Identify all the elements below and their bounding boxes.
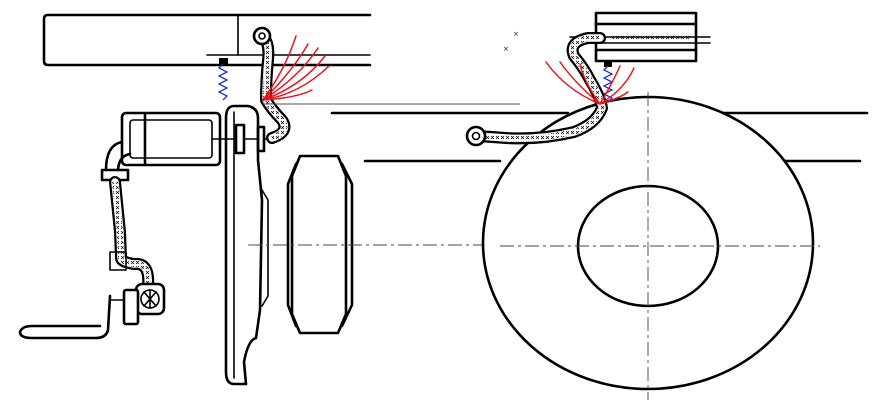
brake-cylinder (120, 111, 269, 167)
stray-marks: × × (503, 30, 519, 53)
stray-mark-large: × (513, 30, 519, 38)
fan-lines-right (545, 61, 635, 105)
frame-rail-left (42, 13, 372, 67)
spring-clip-left (217, 58, 229, 101)
tire-side-left (286, 154, 354, 335)
hose-right (465, 32, 690, 147)
wheel-speed-sensor (122, 282, 166, 326)
spring-clip-right (602, 65, 614, 103)
fan-lines-left (262, 35, 330, 101)
stray-mark-small: × (503, 45, 509, 53)
left-side-view (18, 13, 540, 386)
brake-disc (224, 104, 269, 386)
hose-left-lower (100, 140, 155, 292)
right-side-view: × × (330, 11, 869, 400)
frame-rails-right (330, 111, 869, 163)
sensor-bracket (18, 294, 125, 340)
